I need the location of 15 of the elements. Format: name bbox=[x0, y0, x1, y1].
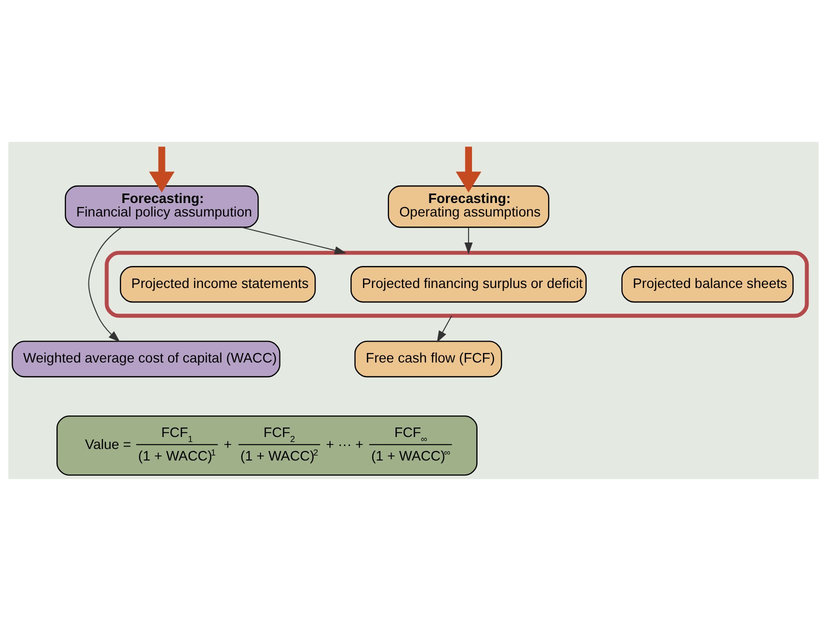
node-box: Projected income statements bbox=[120, 266, 316, 303]
arrow bbox=[149, 146, 175, 192]
node-box: Forecasting: Operating assumptions bbox=[388, 185, 550, 228]
node-box: Value = FCF$_{1}$ + FCF$_{2}$ + ··· + FCF$_{∞}$ (1 + WACC)$^{1}$ (1 + WACC)$^{2}$ (1 + WACC)$^{∞}$ bbox=[56, 415, 478, 476]
arrow bbox=[436, 315, 452, 343]
arrow bbox=[241, 226, 347, 254]
cluster bbox=[104, 250, 809, 318]
node-box: Weighted average cost of capital (WACC) bbox=[12, 340, 280, 378]
node-box: Projected financing surplus or deficit bbox=[350, 266, 587, 303]
arrow bbox=[456, 146, 482, 192]
node-box: Forecasting: Financial policy assumpution bbox=[64, 185, 259, 228]
node-box: Projected balance sheets bbox=[621, 266, 794, 303]
node-box: Free cash flow (FCF) bbox=[354, 340, 502, 378]
arrow bbox=[88, 226, 122, 342]
arrow bbox=[464, 227, 473, 254]
